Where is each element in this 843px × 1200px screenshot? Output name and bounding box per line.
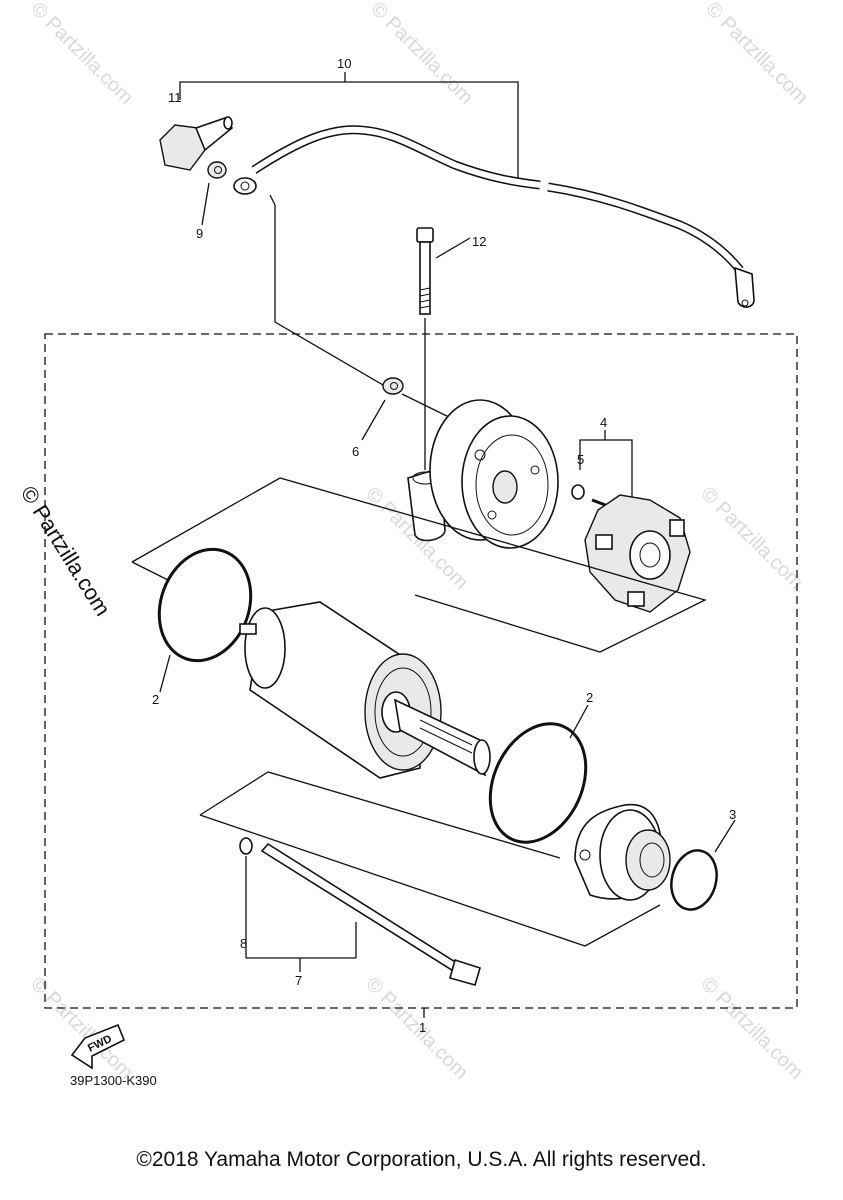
assembly-boundary (44, 333, 798, 1009)
o-ring-right (488, 722, 588, 844)
copyright-notice: ©2018 Yamaha Motor Corporation, U.S.A. A… (136, 1148, 707, 1171)
bolt-12 (416, 227, 471, 470)
rear-cover-assembly (361, 377, 559, 549)
through-bolt-assembly (239, 837, 481, 986)
callout-7: 7 (295, 973, 302, 988)
watermark: © Partzilla.com (366, 0, 477, 109)
parts-diagram: © Partzilla.com © Partzilla.com © Partzi… (16, 0, 813, 1088)
watermark: © Partzilla.com (701, 0, 812, 109)
brush-holder-assembly (571, 430, 691, 613)
callout-5: 5 (577, 452, 584, 467)
callout-3: 3 (729, 807, 736, 822)
yoke-armature (239, 601, 491, 779)
callout-12: 12 (472, 234, 486, 249)
battery-cable-assembly (159, 72, 755, 393)
watermarks: © Partzilla.com © Partzilla.com © Partzi… (26, 0, 812, 1084)
callout-11: 11 (168, 90, 182, 105)
assembly-plane-upper (131, 477, 707, 653)
watermark: © Partzilla.com (361, 973, 472, 1084)
callout-1: 1 (419, 1020, 426, 1035)
front-cover-assembly (574, 803, 736, 911)
o-ring-3 (670, 849, 718, 911)
drawing-code: 39P1300-K390 (70, 1073, 157, 1088)
callout-6: 6 (352, 444, 359, 459)
callout-2-right: 2 (586, 690, 593, 705)
assembly-plane-lower (199, 771, 661, 947)
watermark: © Partzilla.com (26, 973, 137, 1084)
watermark: © Partzilla.com (26, 0, 137, 109)
side-watermark: © Partzilla.com (16, 481, 116, 620)
watermark: © Partzilla.com (696, 483, 807, 594)
fwd-arrow-icon: FWD (70, 1023, 126, 1070)
callout-4: 4 (600, 415, 607, 430)
o-ring-left (157, 547, 253, 663)
watermark: © Partzilla.com (696, 973, 807, 1084)
callout-10: 10 (337, 56, 351, 71)
callout-8: 8 (240, 936, 247, 951)
callout-2-left: 2 (152, 692, 159, 707)
callout-9: 9 (196, 226, 203, 241)
